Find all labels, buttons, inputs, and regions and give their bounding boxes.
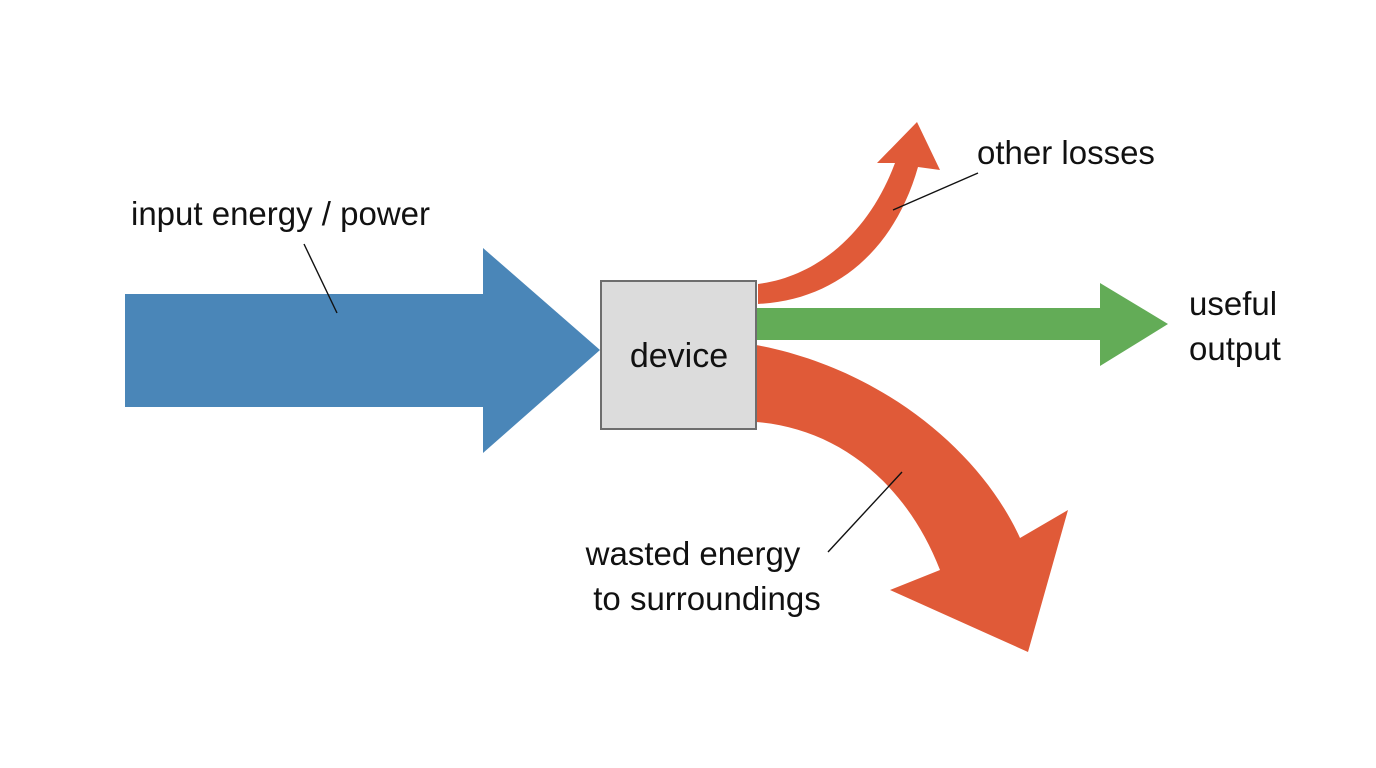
wasted-energy-label-line2: to surroundings (593, 580, 820, 617)
wasted-energy-arrow (756, 345, 1068, 652)
useful-output-label-line1: useful (1189, 285, 1277, 322)
input-energy-label: input energy / power (131, 195, 430, 232)
device-box (600, 280, 757, 430)
other-losses-arrow (758, 122, 940, 304)
input-leader-line (303, 243, 338, 314)
useful-output-arrow (756, 283, 1168, 366)
other-losses-leader-line (892, 172, 979, 211)
wasted-leader-line (827, 471, 903, 553)
input-energy-arrow (125, 248, 600, 453)
device-label: device (630, 337, 728, 375)
useful-output-label-line2: output (1189, 330, 1281, 367)
wasted-energy-label-line1: wasted energy (585, 535, 801, 572)
other-losses-label: other losses (977, 134, 1155, 171)
